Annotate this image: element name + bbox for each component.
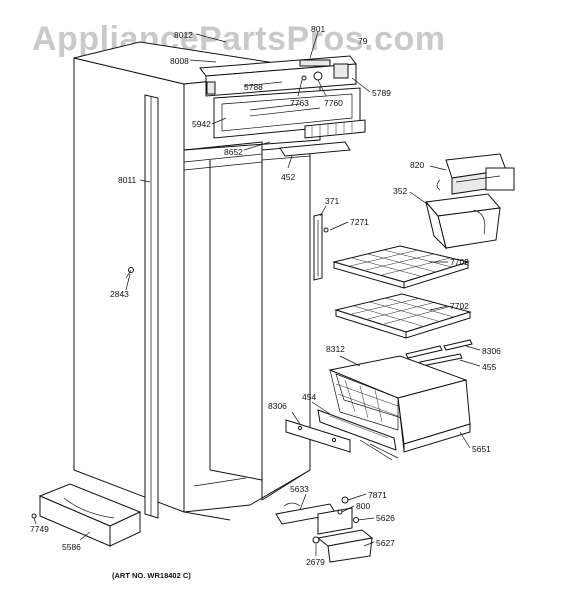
slide-rails <box>405 339 473 367</box>
label-5942: 5942 <box>192 119 211 129</box>
label-454: 454 <box>302 392 316 402</box>
label-7760: 7760 <box>324 98 343 108</box>
label-7749: 7749 <box>30 524 49 534</box>
vertical-trim-strip <box>144 94 159 519</box>
label-5626: 5626 <box>376 513 395 523</box>
label-352: 352 <box>393 186 407 196</box>
label-800: 800 <box>356 501 370 511</box>
label-7702-upper: 7702 <box>450 257 469 267</box>
label-801: 801 <box>311 24 325 34</box>
label-8008: 8008 <box>170 56 189 66</box>
drain-mechanism <box>317 496 359 535</box>
label-371: 371 <box>325 196 339 206</box>
label-5788: 5788 <box>244 82 263 92</box>
label-5789: 5789 <box>372 88 391 98</box>
light-shield <box>304 119 366 139</box>
cabinet-side-panel <box>73 57 185 513</box>
lower-shelf <box>334 293 472 339</box>
ice-bucket <box>425 193 501 250</box>
label-7702-lower: 7702 <box>450 301 469 311</box>
label-8312: 8312 <box>326 344 345 354</box>
label-8306-upper: 8306 <box>482 346 501 356</box>
screw-2843 <box>125 267 134 279</box>
label-7763: 7763 <box>290 98 309 108</box>
label-8012: 8012 <box>174 30 193 40</box>
label-8652: 8652 <box>224 147 243 157</box>
label-79: 79 <box>358 36 368 46</box>
leader-lines <box>33 31 481 556</box>
drawer-slides <box>285 409 399 461</box>
label-5586: 5586 <box>62 542 81 552</box>
label-5651: 5651 <box>472 444 491 454</box>
label-2679: 2679 <box>306 557 325 567</box>
label-8306-lower: 8306 <box>268 401 287 411</box>
drain-pan <box>312 529 374 563</box>
art-number: (ART NO. WR18402 C) <box>112 571 191 580</box>
label-2843: 2843 <box>110 289 129 299</box>
diffuser <box>279 141 351 157</box>
watermark: AppliancePartsPros.com <box>32 20 445 58</box>
upper-shelf <box>332 245 470 289</box>
label-820: 820 <box>410 160 424 170</box>
control-housing <box>199 55 357 97</box>
control-knob <box>313 71 323 81</box>
grille-box <box>31 483 142 547</box>
shelf-bracket <box>313 213 329 281</box>
icemaker <box>436 153 515 195</box>
label-452: 452 <box>281 172 295 182</box>
part-labels: 8012 801 79 8008 5788 7763 7760 5789 594… <box>30 24 501 567</box>
label-7871: 7871 <box>368 490 387 500</box>
label-7271: 7271 <box>350 217 369 227</box>
label-455: 455 <box>482 362 496 372</box>
label-5633: 5633 <box>290 484 309 494</box>
label-5627: 5627 <box>376 538 395 548</box>
drawer-pan <box>397 379 471 453</box>
label-8011: 8011 <box>118 175 137 185</box>
